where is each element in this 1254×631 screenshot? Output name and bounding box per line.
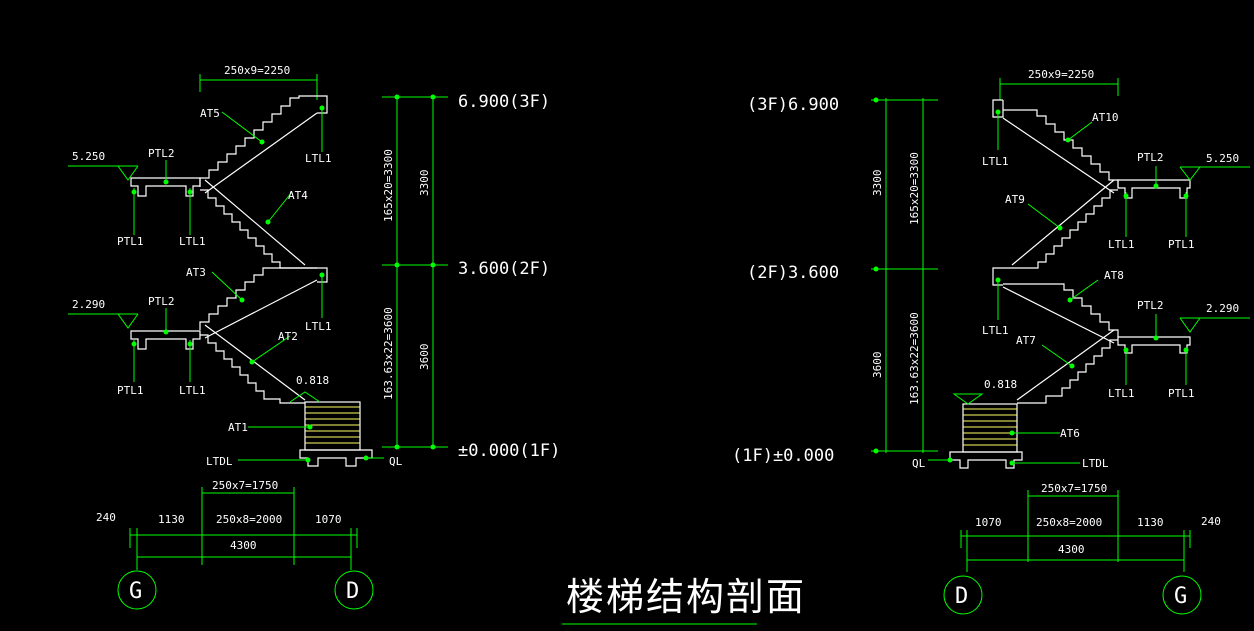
vertical-dimension: 3600 xyxy=(871,352,884,379)
left-top-dimension: 250x9=2250 xyxy=(224,64,290,77)
label-ptl2: PTL2 xyxy=(1137,299,1164,312)
axis-label: G xyxy=(1174,584,1187,609)
left-flight-at2 xyxy=(200,334,305,404)
bottom-dimension: 1130 xyxy=(1137,516,1164,529)
left-stair-section: 250x9=2250 xyxy=(68,64,560,610)
elevation-3f: 6.900(3F) xyxy=(458,92,550,112)
elevation-2f: 3.600(2F) xyxy=(458,259,550,279)
bottom-dimension: 4300 xyxy=(1058,543,1085,556)
label-ql: QL xyxy=(389,455,403,468)
level-mark: 0.818 xyxy=(984,378,1017,391)
label-at2: AT2 xyxy=(278,330,298,343)
left-flight-at5 xyxy=(199,95,317,187)
label-ltdl: LTDL xyxy=(206,455,233,468)
bottom-dimension: 240 xyxy=(96,511,116,524)
axis-label: G xyxy=(129,579,142,604)
right-flight-at10 xyxy=(1003,109,1119,187)
bottom-dimension: 240 xyxy=(1201,515,1221,528)
right-flight-at8 xyxy=(1003,283,1119,337)
right-flight-at9 xyxy=(1003,189,1118,269)
vertical-dimension: 165x20=3300 xyxy=(908,152,921,225)
vertical-dimension: 163.63x22=3600 xyxy=(382,307,395,400)
vertical-dimension: 3300 xyxy=(418,170,431,197)
level-mark: 0.818 xyxy=(296,374,329,387)
level-mark: 2.290 xyxy=(72,298,105,311)
label-ptl1: PTL1 xyxy=(117,384,144,397)
level-mark: 5.250 xyxy=(72,150,105,163)
bottom-dimension: 250x7=1750 xyxy=(212,479,278,492)
vertical-dimension: 163.63x22=3600 xyxy=(908,312,921,405)
bottom-dimension: 1130 xyxy=(158,513,185,526)
bottom-dimension: 250x8=2000 xyxy=(216,513,282,526)
axis-label: D xyxy=(955,584,968,609)
label-at5: AT5 xyxy=(200,107,220,120)
axis-bubble xyxy=(334,570,374,610)
vertical-dimension: 165x20=3300 xyxy=(382,149,395,222)
label-ltl1: LTL1 xyxy=(305,152,332,165)
label-ptl2: PTL2 xyxy=(1137,151,1164,164)
left-landing-middle xyxy=(130,330,201,350)
label-ltl1: LTL1 xyxy=(982,324,1009,337)
vertical-dimension: 3600 xyxy=(418,344,431,371)
drawing-title: 楼梯结构剖面 xyxy=(566,575,806,619)
label-at7: AT7 xyxy=(1016,334,1036,347)
bottom-dimension: 250x8=2000 xyxy=(1036,516,1102,529)
right-landing-middle xyxy=(1117,336,1191,354)
label-ql: QL xyxy=(912,457,926,470)
label-ltl1: LTL1 xyxy=(305,320,332,333)
label-ltl1: LTL1 xyxy=(1108,387,1135,400)
left-flight-at4 xyxy=(200,189,317,269)
left-landing-upper xyxy=(130,177,201,197)
label-ptl2: PTL2 xyxy=(148,295,175,308)
label-at8: AT8 xyxy=(1104,269,1124,282)
label-at10: AT10 xyxy=(1092,111,1119,124)
right-flight-at7 xyxy=(1017,339,1118,404)
label-ptl1: PTL1 xyxy=(1168,238,1195,251)
right-top-dimension: 250x9=2250 xyxy=(1028,68,1094,81)
elevation-1f: ±0.000(1F) xyxy=(458,441,560,461)
elevation-3f: (3F)6.900 xyxy=(747,95,839,115)
label-ltl1: LTL1 xyxy=(982,155,1009,168)
elevation-1f: (1F)±0.000 xyxy=(732,446,834,466)
axis-bubble xyxy=(943,575,983,615)
label-ltl1: LTL1 xyxy=(1108,238,1135,251)
vertical-dimension: 3300 xyxy=(871,170,884,197)
bottom-dimension: 4300 xyxy=(230,539,257,552)
label-ptl1: PTL1 xyxy=(1168,387,1195,400)
label-ltdl: LTDL xyxy=(1082,457,1109,470)
bottom-dimension: 250x7=1750 xyxy=(1041,482,1107,495)
label-at9: AT9 xyxy=(1005,193,1025,206)
level-mark: 5.250 xyxy=(1206,152,1239,165)
elevation-2f: (2F)3.600 xyxy=(747,263,839,283)
label-ptl1: PTL1 xyxy=(117,235,144,248)
bottom-dimension: 1070 xyxy=(315,513,342,526)
left-flight-at3 xyxy=(199,267,317,330)
axis-bubble xyxy=(1162,575,1202,615)
label-at4: AT4 xyxy=(288,189,308,202)
label-at1: AT1 xyxy=(228,421,248,434)
axis-bubble xyxy=(117,570,157,610)
label-at6: AT6 xyxy=(1060,427,1080,440)
level-mark: 2.290 xyxy=(1206,302,1239,315)
axis-label: D xyxy=(346,579,359,604)
right-landing-upper xyxy=(1117,179,1191,199)
label-at3: AT3 xyxy=(186,266,206,279)
label-ptl2: PTL2 xyxy=(148,147,175,160)
label-ltl1: LTL1 xyxy=(179,384,206,397)
bottom-dimension: 1070 xyxy=(975,516,1002,529)
right-stair-section: 250x9=2250 xyxy=(732,68,1250,615)
label-ltl1: LTL1 xyxy=(179,235,206,248)
